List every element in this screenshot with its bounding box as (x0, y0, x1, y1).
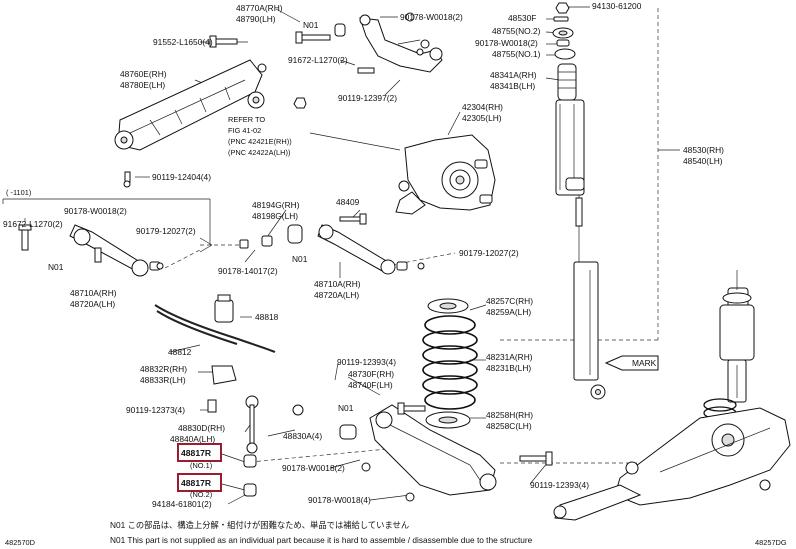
part-number-90179-12027-mid[interactable]: 90179-12027(2) (459, 248, 519, 258)
part-number-90178-w0018-box[interactable]: 90178-W0018(2) (64, 206, 127, 216)
part-number-90178-w0018-top2[interactable]: 90178-W0018(2) (475, 38, 538, 48)
mark-callout: MARK (604, 355, 659, 371)
part-suffix-no2: (NO.2) (190, 490, 212, 499)
bracket-range-label: ( -1101) (6, 188, 31, 197)
part-number-90179-12027-box[interactable]: 90179-12027(2) (136, 226, 196, 236)
part-number-48710a-box[interactable]: 48710A(RH) (70, 288, 117, 298)
part-number-48710a[interactable]: 48710A(RH) (314, 279, 361, 289)
part-number-48720a-box[interactable]: 48720A(LH) (70, 299, 115, 309)
knuckle-hub (395, 134, 496, 215)
part-number-48341a[interactable]: 48341A(RH) (490, 70, 537, 80)
part-n01-box: N01 (48, 262, 64, 272)
part-number-48530[interactable]: 48530(RH) (683, 145, 724, 155)
part-number-48258c[interactable]: 48258C(LH) (486, 421, 532, 431)
part-number-48258h[interactable]: 48258H(RH) (486, 410, 533, 420)
part-number-42304[interactable]: 42304(RH) (462, 102, 503, 112)
coil-spring (422, 298, 478, 429)
part-number-48755-no2[interactable]: 48755(NO.2) (492, 26, 541, 36)
part-n01-low: N01 (338, 403, 354, 413)
part-number-94184-61801[interactable]: 94184-61801(2) (152, 499, 212, 509)
part-number-90178-w0018-top1[interactable]: 90178-W0018(2) (400, 12, 463, 22)
part-labels: 94130-61200 48530F 48755(NO.2) 90178-W00… (3, 1, 724, 509)
part-number-90178-14017[interactable]: 90178-14017(2) (218, 266, 278, 276)
part-number-48830d[interactable]: 48830D(RH) (178, 423, 225, 433)
part-n01-mid: N01 (292, 254, 308, 264)
highlight-box-48817r-no1 (177, 443, 222, 462)
highlight-box-48817r-no2 (177, 473, 222, 492)
part-number-48194g[interactable]: 48194G(RH) (252, 200, 300, 210)
lower-arm (339, 402, 553, 502)
refer-line-1: REFER TO (228, 115, 265, 124)
refer-line-3: (PNC 42421E(RH)) (228, 137, 292, 146)
part-number-48740f[interactable]: 48740F(LH) (348, 380, 393, 390)
part-number-48198g[interactable]: 48198G(LH) (252, 211, 298, 221)
part-number-48790[interactable]: 48790(LH) (236, 14, 276, 24)
part-number-48817r-no1[interactable]: 48817R (181, 448, 212, 458)
mid-lateral-link (287, 213, 425, 275)
part-number-48540[interactable]: 48540(LH) (683, 156, 723, 166)
part-number-48818[interactable]: 48818 (255, 312, 279, 322)
part-number-48817r-no2[interactable]: 48817R (181, 478, 212, 488)
part-number-48530f[interactable]: 48530F (508, 13, 536, 23)
part-number-91672-l1270-top[interactable]: 91672-L1270(2) (288, 55, 348, 65)
part-number-48770a[interactable]: 48770A(RH) (236, 3, 283, 13)
part-suffix-no1: (NO.1) (190, 461, 212, 470)
diagram-id-right: 48257DG (755, 538, 787, 547)
part-number-48720a[interactable]: 48720A(LH) (314, 290, 359, 300)
upper-arm-assembly (114, 12, 443, 188)
alt-lateral-link (18, 218, 273, 277)
part-number-90119-12404[interactable]: 90119-12404(4) (152, 172, 211, 182)
part-number-48840a[interactable]: 48840A(LH) (170, 434, 215, 444)
part-number-48409[interactable]: 48409 (336, 197, 360, 207)
part-number-48231b[interactable]: 48231B(LH) (486, 363, 531, 373)
part-number-48730f[interactable]: 48730F(RH) (348, 369, 394, 379)
part-number-90119-12397[interactable]: 90119-12397(2) (338, 93, 397, 103)
part-number-48830a[interactable]: 48830A(4) (283, 431, 322, 441)
part-number-90178-w0018-low2[interactable]: 90178-W0018(4) (308, 495, 371, 505)
part-number-91552-l1650[interactable]: 91552-L1650(4) (153, 37, 213, 47)
footnote-japanese: N01 この部品は、構造上分解・組付けが困難なため、単品では補給していません (110, 520, 409, 530)
refer-line-4: (PNC 42422A(LH)) (228, 148, 290, 157)
part-number-90178-w0018-low1[interactable]: 90178-W0018(2) (282, 463, 345, 473)
footnote-english: N01 This part is not supplied as an indi… (110, 535, 533, 545)
part-number-48760e[interactable]: 48760E(RH) (120, 69, 167, 79)
part-n01-top: N01 (303, 20, 319, 30)
part-number-90119-12373[interactable]: 90119-12373(4) (126, 405, 185, 415)
part-number-48257c[interactable]: 48257C(RH) (486, 296, 533, 306)
part-number-42305[interactable]: 42305(LH) (462, 113, 502, 123)
part-number-90119-12393b[interactable]: 90119-12393(4) (530, 480, 589, 490)
shock-absorber-assembly (552, 2, 606, 400)
part-number-48833r[interactable]: 48833R(LH) (140, 375, 186, 385)
part-number-48341b[interactable]: 48341B(LH) (490, 81, 535, 91)
part-number-48832r[interactable]: 48832R(RH) (140, 364, 187, 374)
stabilizer-bar (154, 294, 304, 497)
part-number-91672-l1270-box[interactable]: 91672-L1270(2) (3, 219, 63, 229)
part-number-94130-61200[interactable]: 94130-61200 (592, 1, 642, 11)
footnotes: N01 この部品は、構造上分解・組付けが困難なため、単品では補給していません N… (5, 520, 787, 547)
refer-line-2[interactable]: FIG 41-02 (228, 126, 261, 135)
part-number-48259a[interactable]: 48259A(LH) (486, 307, 531, 317)
part-number-48780e[interactable]: 48780E(LH) (120, 80, 165, 90)
part-number-90119-12393a[interactable]: 90119-12393(4) (337, 357, 396, 367)
part-number-48755-no1[interactable]: 48755(NO.1) (492, 49, 541, 59)
part-number-48231a[interactable]: 48231A(RH) (486, 352, 533, 362)
part-number-48812[interactable]: 48812 (168, 347, 192, 357)
diagram-id-left: 482570D (5, 538, 35, 547)
mark-label: MARK (632, 358, 657, 368)
assembly-overview (553, 270, 791, 521)
